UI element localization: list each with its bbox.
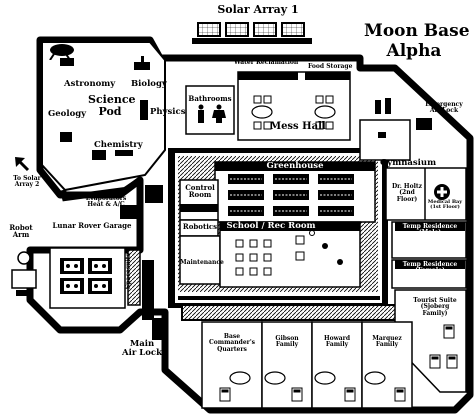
label-control-room: Control Room (185, 183, 215, 200)
map-title: Moon Base Alpha (364, 21, 470, 61)
bathrooms-room (185, 85, 235, 135)
science-pod-wall (41, 41, 166, 192)
label-maintenance: Maintenance (180, 259, 224, 266)
label-chemistry: Chemistry (94, 140, 143, 150)
gymnasium-room (359, 119, 411, 161)
label-howard-family: Howard Family (323, 335, 351, 349)
label-geology: Geology (48, 109, 87, 119)
label-school-rec-room: School / Rec Room (226, 221, 316, 231)
label-tourist-suite: Tourist Suite (Sjoberg Family) (413, 297, 457, 317)
label-physics: Physics (150, 107, 186, 117)
label-robot-arm: Robot Arm (9, 223, 33, 240)
arrow-up-left-icon (14, 156, 32, 174)
label-temp-residence-male: Temp Residence (Male) (402, 223, 458, 237)
telescope-icon (44, 42, 74, 61)
label-solar-array-1: Solar Array 1 (217, 3, 299, 16)
label-biology: Biology (131, 79, 167, 89)
label-base-commander: Base Commander's Quarters (208, 333, 256, 353)
microscope-icon (136, 54, 148, 69)
label-water-reclamation: Water Reclamation (234, 59, 299, 66)
label-bathrooms: Bathrooms (188, 94, 232, 103)
main-air-lock-door (152, 318, 166, 340)
label-temp-residence-female: Temp Residence (Female) (402, 261, 458, 275)
spacesuit-rack (127, 249, 141, 306)
map-title-line2: Alpha (386, 40, 442, 61)
bathroom-figures-icon (192, 104, 228, 124)
label-main-air-lock: Main Air Lock (122, 339, 162, 358)
solar-array-1 (192, 22, 312, 44)
gibson-room (261, 321, 313, 409)
robot-arm-shape (11, 251, 37, 296)
medical-bay-room (385, 167, 467, 221)
label-medical-bay: Medical Bay (1st Floor) (427, 199, 463, 211)
label-robotics: Robotics (182, 222, 218, 231)
label-astronomy: Astronomy (64, 79, 116, 89)
label-mess-hall: Mess Hall (270, 121, 326, 132)
label-to-solar-array-2: To Solar Array 2 (13, 175, 41, 189)
map-title-line1: Moon Base (364, 21, 470, 41)
label-marquez-family: Marquez Family (372, 335, 402, 349)
label-evaporators: Evaporators Heat & A/C (85, 195, 127, 209)
emergency-air-lock-door (416, 118, 432, 130)
label-gymnasium: Gymnasium (380, 158, 437, 168)
medical-cross-icon (434, 184, 450, 200)
maintenance-room (179, 235, 221, 285)
label-dr-holtz: Dr. Holtz (2nd Floor) (391, 183, 423, 203)
label-gibson-family: Gibson Family (275, 335, 299, 349)
label-lunar-rover-garage: Lunar Rover Garage (52, 221, 132, 230)
label-science-pod: Science Pod (88, 93, 136, 118)
label-spacesuits: Spacesuits (124, 253, 132, 290)
label-emergency-air-lock: Emergency Air Lock (425, 101, 463, 115)
label-food-storage: Food Storage (308, 63, 353, 70)
label-greenhouse: Greenhouse (266, 161, 324, 171)
control-room (179, 179, 219, 221)
